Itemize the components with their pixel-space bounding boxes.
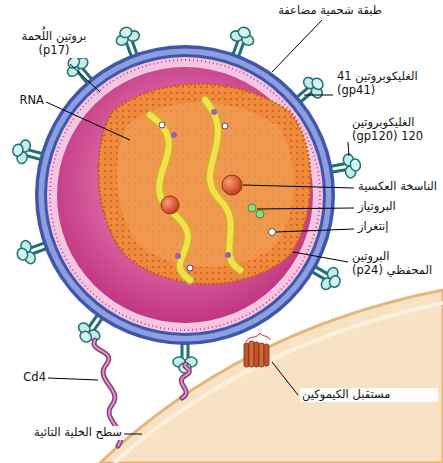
lipid-bilayer-middle [39, 49, 332, 342]
reverse-transcriptase [161, 196, 179, 214]
cd4-label: Cd4 [8, 371, 48, 385]
receptor-label: مستقبل الكيموكين [300, 388, 438, 402]
gp41-label: الغليكوبروتين 41 (gp41) [335, 70, 440, 98]
protease [256, 210, 264, 218]
spike [291, 71, 329, 108]
capsid-core [117, 102, 294, 267]
spike [14, 235, 49, 267]
enzyme-label: إنتغراز [356, 220, 440, 234]
enzyme-label: الناسخة العكسية [356, 180, 440, 194]
matrix-dots [50, 60, 320, 330]
capsid [98, 84, 310, 284]
membrane-label: طبقة شحمية مضاعفة [255, 4, 405, 18]
virion-interior [57, 67, 313, 323]
spike [225, 24, 257, 59]
spike [10, 137, 44, 168]
integrase [269, 229, 276, 236]
reverse-transcriptase [222, 175, 242, 195]
enzyme-label: البروتياز [356, 200, 440, 214]
leader-lines [46, 20, 354, 434]
spike [73, 310, 109, 348]
cell-surface-label: سطح الخلية التائية [4, 426, 124, 440]
chemokine-receptor [244, 333, 270, 367]
rna-beads [159, 109, 231, 271]
glycoprotein-spikes [10, 24, 362, 373]
lipid-bilayer-outer [35, 45, 335, 345]
matrix-label: بروتين اللُحمة (p17) [8, 30, 100, 58]
lipid-bilayer-inner [44, 54, 326, 336]
spike [330, 152, 363, 181]
matrix-layer [47, 57, 323, 333]
capsid-label: البروتين المحفظي (p24) [350, 250, 440, 278]
spike [113, 24, 145, 59]
gp120-label: الغليكوبروتين 120 (gp120) [350, 116, 440, 144]
protease [248, 204, 256, 212]
spike [308, 259, 345, 294]
rna-label: RNA [6, 94, 46, 108]
